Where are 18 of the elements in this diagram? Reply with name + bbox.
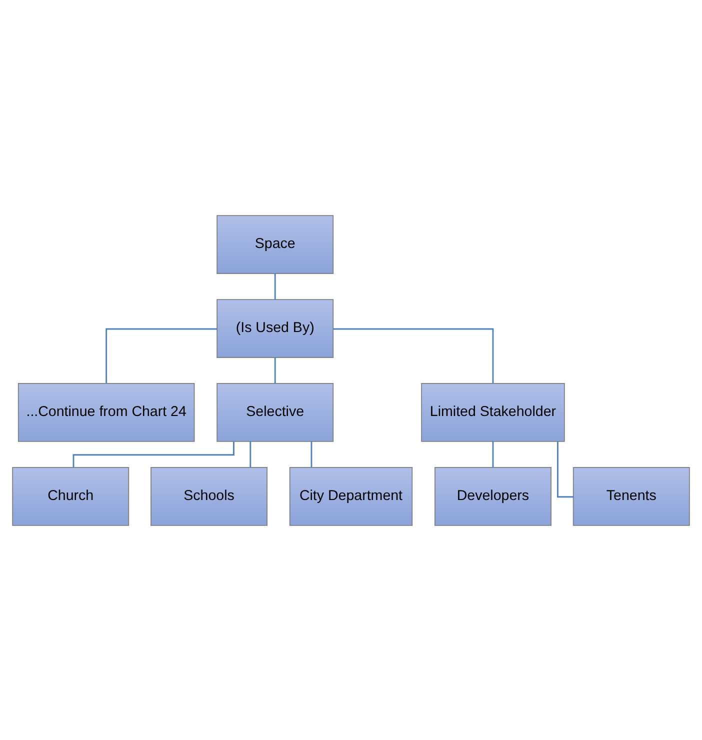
connector (310, 441, 312, 467)
connector (106, 328, 218, 383)
node-box: City Department (289, 466, 413, 526)
connector (557, 441, 574, 498)
node-box: ...Continue from Chart 24 (18, 382, 195, 442)
node-box: Church (12, 466, 130, 526)
connector (492, 441, 494, 467)
node-box: Limited Stakeholder (421, 382, 565, 442)
node-box: Developers (434, 466, 552, 526)
connector (274, 357, 276, 383)
connector (250, 441, 252, 467)
node-box: Selective (216, 382, 334, 442)
node-box: Schools (150, 466, 268, 526)
node-box: Space (216, 214, 334, 274)
connector (274, 273, 276, 299)
connector (333, 328, 494, 383)
node-box: (Is Used By) (216, 298, 334, 358)
node-box: Tenents (572, 466, 690, 526)
